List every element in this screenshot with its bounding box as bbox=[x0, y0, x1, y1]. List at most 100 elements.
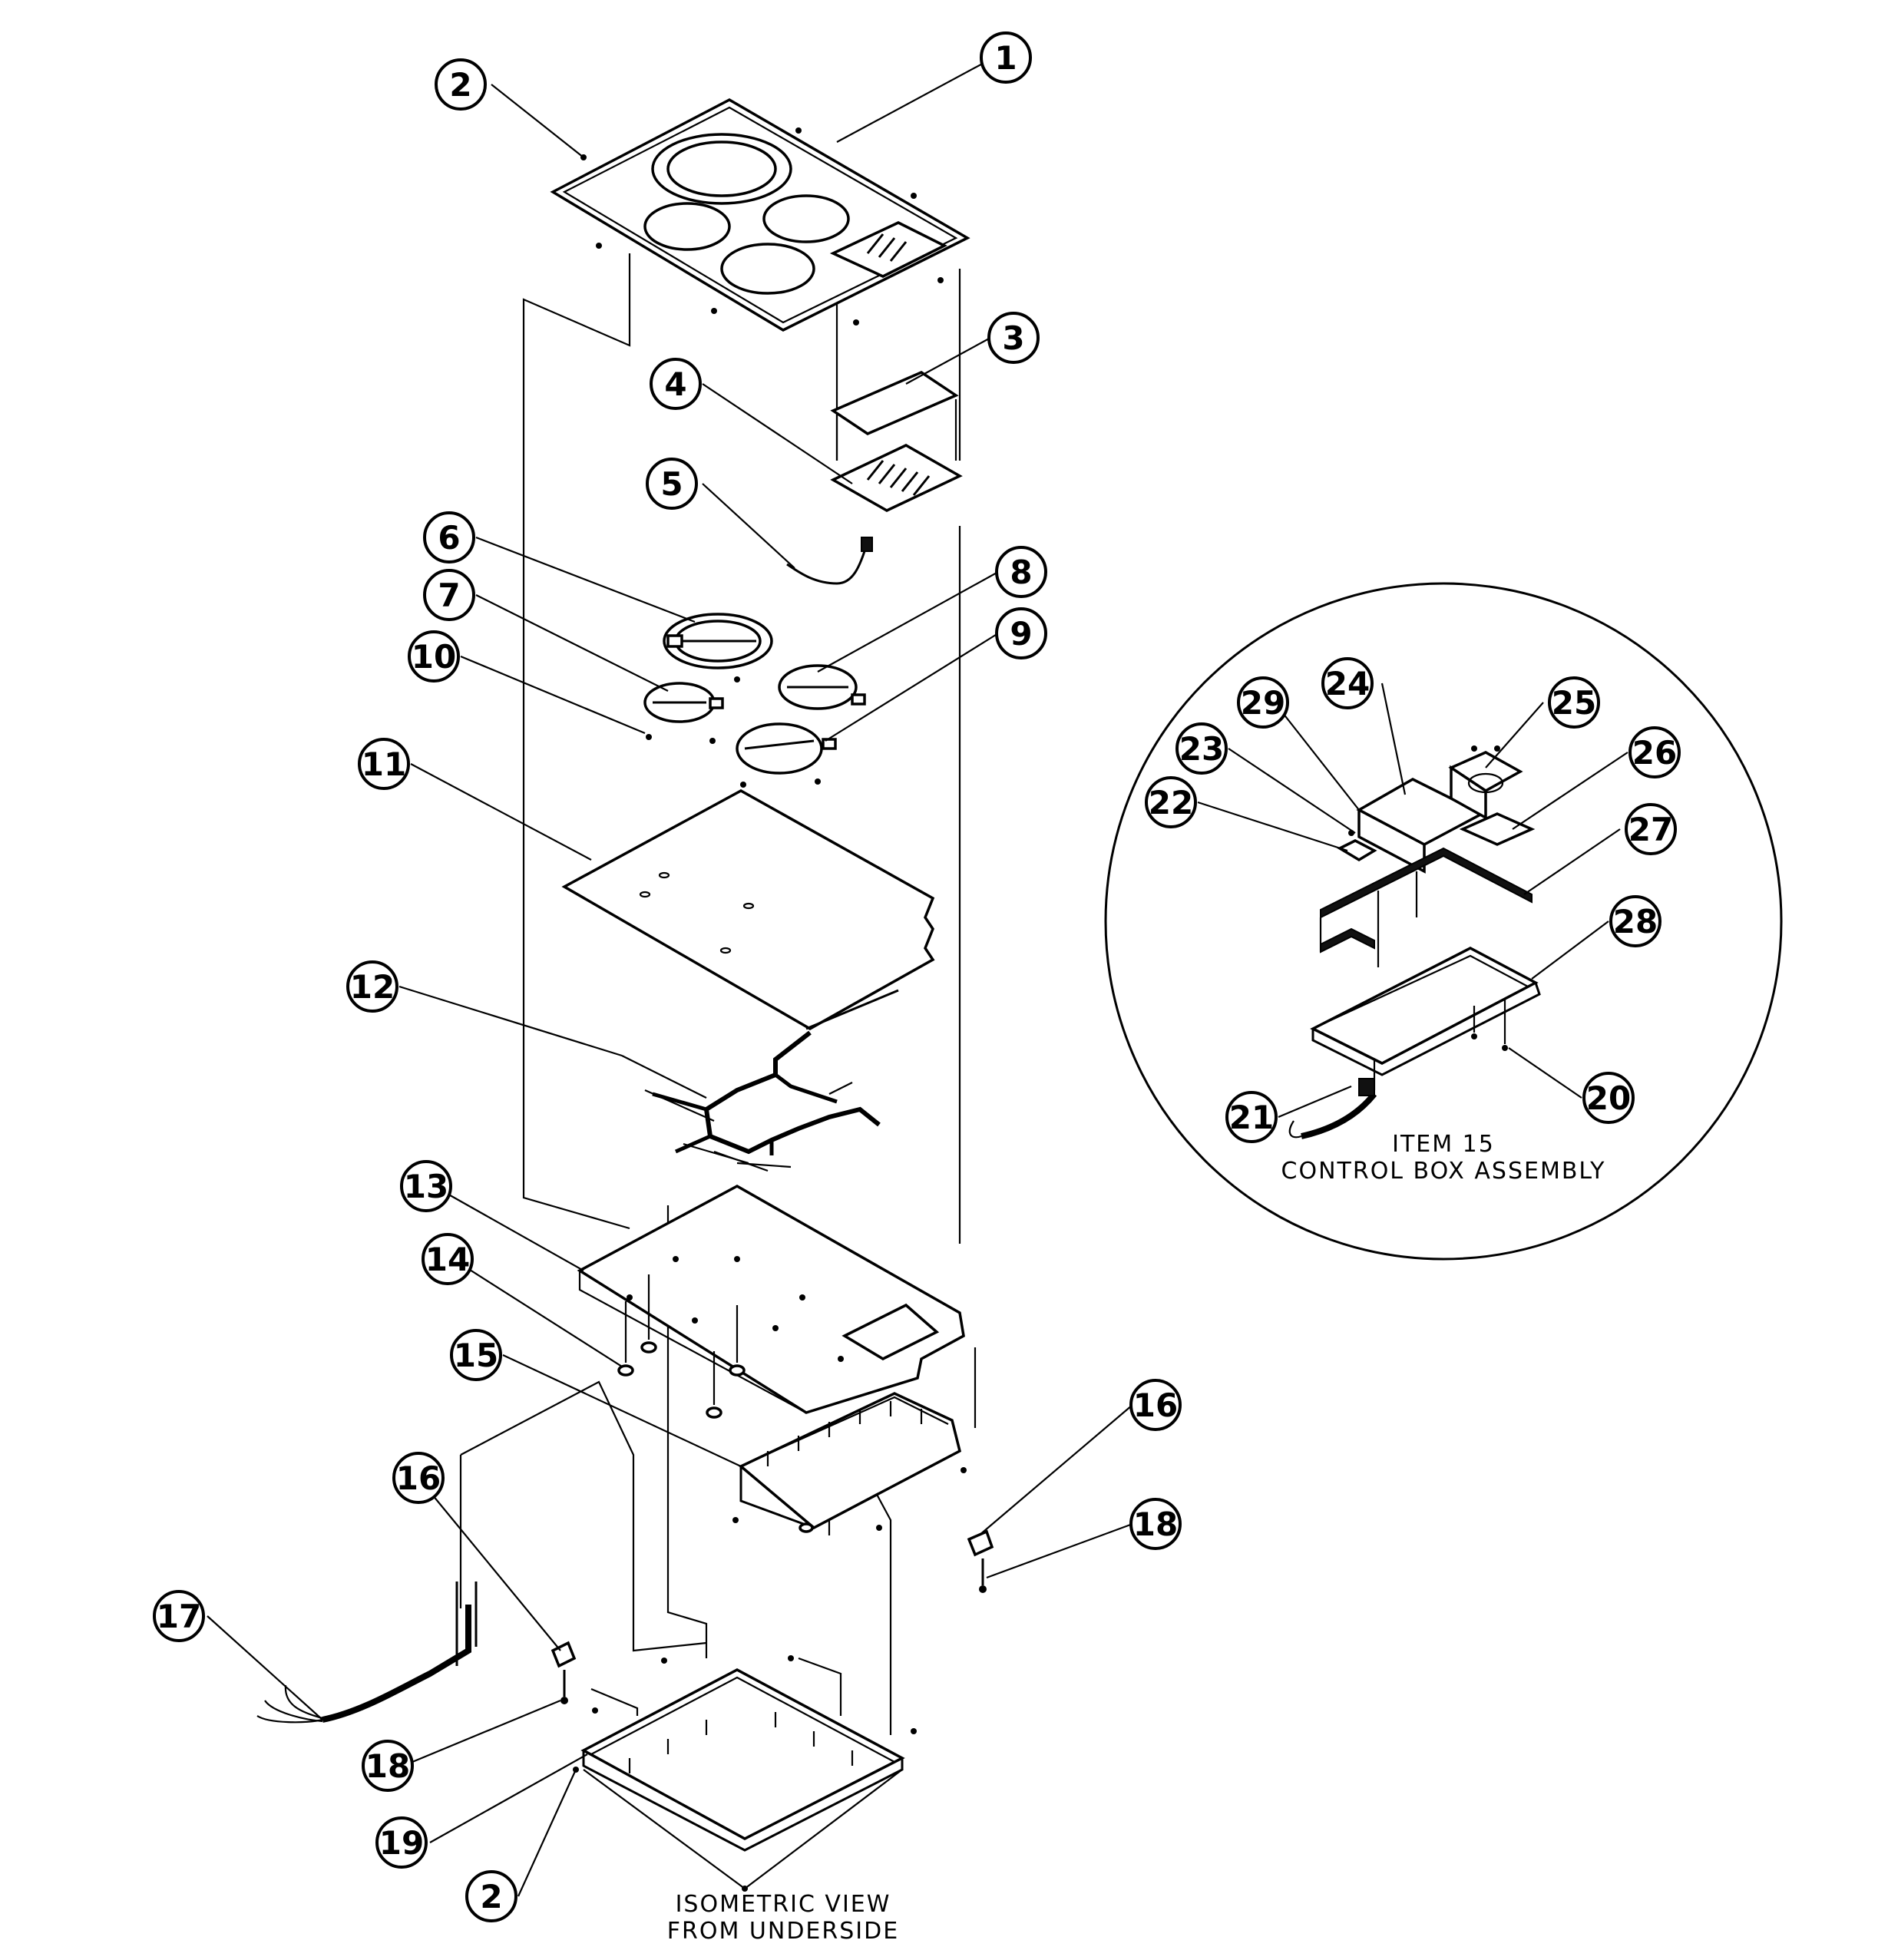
callout-3: 3 bbox=[987, 312, 1040, 364]
callout-10: 10 bbox=[408, 630, 460, 683]
bottom-cover bbox=[573, 1655, 917, 1892]
callout-number: 23 bbox=[1179, 730, 1224, 768]
main-caption-line1: ISOMETRIC VIEW bbox=[676, 1891, 891, 1918]
callout-16a: 16 bbox=[1129, 1379, 1182, 1431]
callout-23: 23 bbox=[1175, 722, 1228, 775]
callout-circle bbox=[450, 1329, 502, 1381]
ribbon-cable bbox=[786, 537, 873, 585]
callout-22: 22 bbox=[1145, 776, 1197, 828]
callout-number: 10 bbox=[412, 638, 456, 676]
detail-caption: ITEM 15 CONTROL BOX ASSEMBLY bbox=[1281, 1131, 1606, 1185]
callout-number: 29 bbox=[1241, 684, 1285, 722]
callout-number: 11 bbox=[362, 745, 406, 783]
callout-number: 24 bbox=[1325, 665, 1370, 702]
callout-number: 5 bbox=[660, 465, 683, 503]
callout-number: 18 bbox=[365, 1747, 410, 1785]
callout-number: 4 bbox=[664, 365, 686, 403]
callout-number: 27 bbox=[1628, 811, 1673, 848]
callout-circle bbox=[650, 358, 702, 410]
reflector-sheet bbox=[561, 789, 935, 1031]
callout-number: 26 bbox=[1632, 734, 1677, 772]
callout-circle bbox=[358, 738, 410, 790]
chassis-tray bbox=[577, 1185, 965, 1414]
callout-number: 8 bbox=[1010, 554, 1032, 591]
callout-circle bbox=[1625, 803, 1677, 855]
callout-circle bbox=[435, 58, 487, 111]
callout-bubbles: 1234567891011121314151616171818192202122… bbox=[153, 31, 1681, 1922]
callout-15: 15 bbox=[450, 1329, 502, 1381]
callout-number: 20 bbox=[1586, 1079, 1631, 1117]
heating-elements bbox=[643, 613, 866, 788]
callout-circle bbox=[153, 1590, 205, 1642]
callout-circle bbox=[392, 1452, 445, 1504]
detail-boundary-circle bbox=[1104, 582, 1783, 1261]
callout-11: 11 bbox=[358, 738, 410, 790]
callout-leaders bbox=[207, 61, 1628, 1897]
callout-19: 19 bbox=[375, 1816, 428, 1869]
callout-circle bbox=[1225, 1091, 1278, 1143]
callout-4: 4 bbox=[650, 358, 702, 410]
callout-number: 22 bbox=[1149, 784, 1193, 821]
callout-18b: 18 bbox=[362, 1740, 414, 1792]
detail-caption-line1: ITEM 15 bbox=[1392, 1131, 1495, 1158]
callout-number: 13 bbox=[404, 1168, 448, 1205]
callout-25: 25 bbox=[1548, 676, 1600, 729]
callout-24: 24 bbox=[1321, 657, 1374, 709]
callout-number: 3 bbox=[1002, 319, 1024, 357]
callout-13: 13 bbox=[400, 1160, 452, 1212]
callout-circle bbox=[1129, 1379, 1182, 1431]
callout-number: 16 bbox=[1133, 1387, 1178, 1424]
main-caption-line2: FROM UNDERSIDE bbox=[667, 1918, 899, 1945]
callout-circle bbox=[465, 1870, 517, 1922]
cooktop-glass bbox=[550, 98, 970, 332]
callout-number: 14 bbox=[425, 1241, 470, 1278]
callout-number: 2 bbox=[449, 66, 471, 104]
detail-view-control-box bbox=[1104, 582, 1783, 1261]
callout-circle bbox=[375, 1816, 428, 1869]
callout-number: 15 bbox=[454, 1337, 498, 1374]
callout-number: 2 bbox=[480, 1878, 502, 1915]
callout-27: 27 bbox=[1625, 803, 1677, 855]
callout-number: 17 bbox=[157, 1598, 201, 1635]
callout-2a: 2 bbox=[435, 58, 487, 111]
control-box bbox=[732, 1392, 967, 1533]
callout-circle bbox=[1582, 1072, 1635, 1124]
control-panel bbox=[830, 371, 959, 461]
callout-circle bbox=[422, 1233, 474, 1285]
main-caption: ISOMETRIC VIEW FROM UNDERSIDE bbox=[667, 1891, 899, 1945]
callout-number: 25 bbox=[1552, 684, 1596, 722]
callout-circle bbox=[362, 1740, 414, 1792]
callout-circle bbox=[400, 1160, 452, 1212]
bracket-screw-left bbox=[551, 1641, 577, 1704]
callout-18a: 18 bbox=[1129, 1498, 1182, 1550]
callout-circle bbox=[995, 607, 1047, 659]
callout-circle bbox=[1609, 895, 1662, 947]
callout-26: 26 bbox=[1628, 726, 1681, 778]
callout-12: 12 bbox=[346, 960, 398, 1013]
wiring-harness bbox=[621, 1030, 881, 1172]
callout-number: 7 bbox=[438, 577, 460, 614]
callout-number: 9 bbox=[1010, 615, 1032, 653]
callout-number: 12 bbox=[350, 968, 395, 1006]
callout-circle bbox=[646, 458, 698, 510]
callout-circle bbox=[1129, 1498, 1182, 1550]
callout-circle bbox=[1628, 726, 1681, 778]
callout-29: 29 bbox=[1237, 676, 1289, 729]
callout-21: 21 bbox=[1225, 1091, 1278, 1143]
power-cord bbox=[256, 1380, 707, 1724]
callout-2b: 2 bbox=[465, 1870, 517, 1922]
callout-number: 6 bbox=[438, 519, 460, 557]
callout-6: 6 bbox=[423, 511, 475, 564]
detail-caption-line2: CONTROL BOX ASSEMBLY bbox=[1281, 1158, 1606, 1185]
callout-1: 1 bbox=[980, 31, 1032, 84]
callout-20: 20 bbox=[1582, 1072, 1635, 1124]
callout-circle bbox=[980, 31, 1032, 84]
callout-17: 17 bbox=[153, 1590, 205, 1642]
callout-number: 1 bbox=[994, 39, 1017, 77]
callout-circle bbox=[987, 312, 1040, 364]
callout-number: 19 bbox=[379, 1824, 424, 1862]
callout-8: 8 bbox=[995, 546, 1047, 598]
callout-circle bbox=[1548, 676, 1600, 729]
